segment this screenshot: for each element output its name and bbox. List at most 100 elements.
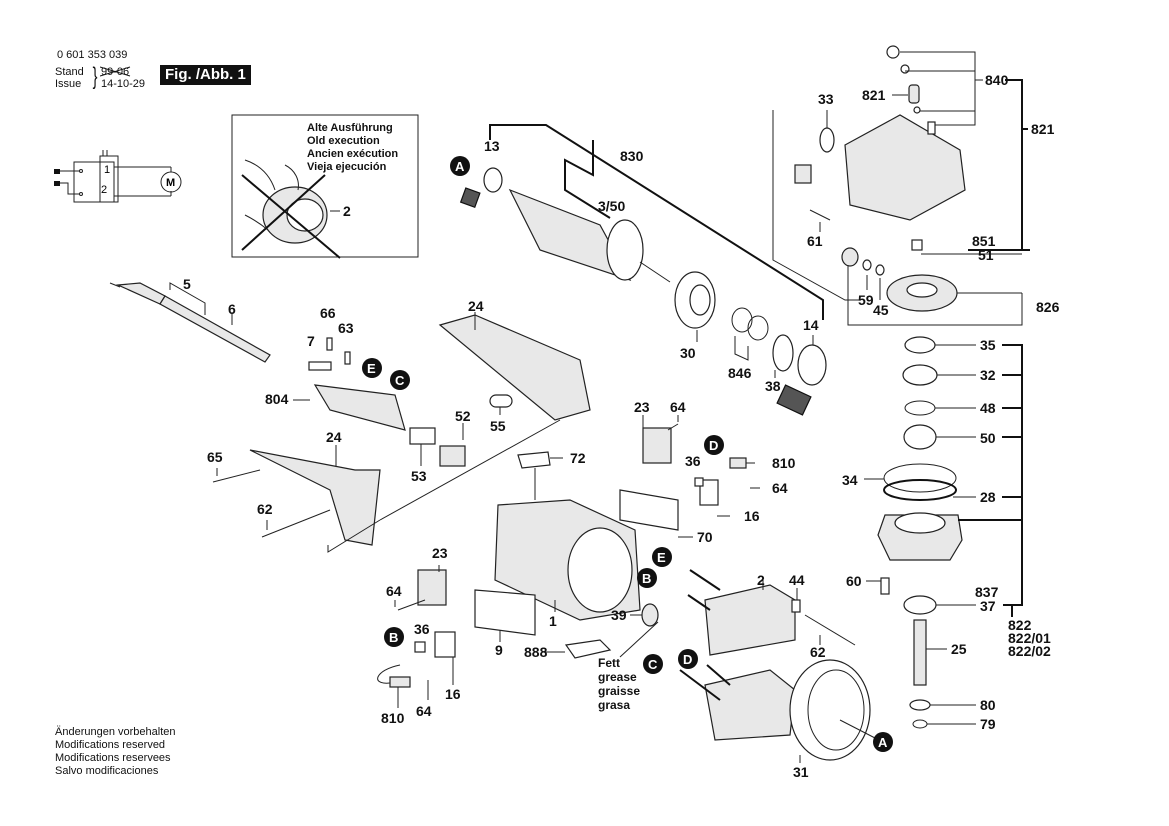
footer-line-es: Salvo modificaciones — [55, 765, 159, 777]
clip-44 — [791, 599, 801, 613]
o-ring-28 — [883, 479, 957, 501]
screw-66 — [326, 337, 333, 351]
plug-pin-icon — [54, 169, 60, 174]
grease-note-de: Fett — [598, 656, 620, 670]
label-24-top: 24 — [468, 298, 484, 314]
label-830: 830 — [620, 148, 644, 164]
brush-holder-16 — [699, 479, 719, 506]
connector-e-field: E — [652, 547, 672, 567]
bearing-35 — [904, 336, 936, 354]
label-16-left: 16 — [445, 686, 461, 702]
retaining-ring — [731, 307, 753, 333]
old-date: 99-06 — [100, 66, 131, 78]
ring-79 — [912, 719, 928, 729]
label-888: 888 — [524, 644, 548, 660]
label-9: 9 — [495, 642, 503, 658]
label-64-left: 64 — [386, 583, 402, 599]
cord-switch-group — [109, 282, 591, 553]
housing-ring-31 — [789, 659, 871, 761]
new-date: 14-10-29 — [101, 78, 146, 90]
footer-line-de: Änderungen vorbehalten — [55, 726, 176, 738]
label-24-bottom: 24 — [326, 429, 342, 445]
label-59: 59 — [858, 292, 874, 308]
screw-60 — [880, 577, 890, 595]
part-number: 0 601 353 039 — [57, 49, 128, 61]
label-60: 60 — [846, 573, 862, 589]
label-822-02: 822/02 — [1008, 643, 1051, 659]
svg-text:E: E — [367, 361, 376, 376]
inset-title-fr: Ancien exécution — [307, 148, 398, 160]
brace-symbol: } — [92, 63, 98, 90]
label-837: 837 — [975, 584, 999, 600]
label-32: 32 — [980, 367, 996, 383]
grease-note-fr: graisse — [598, 684, 640, 698]
label-34: 34 — [842, 472, 858, 488]
pinion-gear — [841, 247, 859, 267]
label-810-top: 810 — [772, 455, 796, 471]
label-16-top: 16 — [744, 508, 760, 524]
field-coil-2-lower — [704, 669, 796, 741]
terminal-2-label: 2 — [101, 184, 107, 196]
label-30: 30 — [680, 345, 696, 361]
label-1: 1 — [549, 613, 557, 629]
bearing-32 — [902, 364, 938, 386]
svg-text:E: E — [657, 550, 666, 565]
spindle-25 — [913, 619, 927, 686]
handle-half-24-top — [438, 314, 591, 421]
motor-icon — [160, 171, 182, 193]
carbon-brush-810-left — [389, 676, 411, 688]
bearing-38 — [772, 334, 794, 372]
inset-part-label: 2 — [343, 203, 351, 219]
bearing-cap-icon — [459, 187, 481, 209]
fan-39 — [641, 603, 659, 627]
label-822-01: 822/01 — [1008, 630, 1051, 646]
label-821-spring: 821 — [862, 87, 886, 103]
footer-line-fr: Modifications reservees — [55, 752, 171, 764]
label-822: 822 — [1008, 617, 1032, 633]
label-31: 31 — [793, 764, 809, 780]
gear-housing — [844, 114, 966, 221]
seal-37 — [903, 595, 937, 615]
screw-63 — [344, 351, 351, 365]
screw-62-right — [804, 614, 856, 646]
svg-text:A: A — [878, 735, 888, 750]
label-72: 72 — [570, 450, 586, 466]
terminal-1-label: 1 — [104, 164, 110, 176]
bearing-cap-icon — [776, 384, 812, 416]
footer-line-en: Modifications reserved — [55, 739, 166, 751]
power-plug — [115, 282, 166, 305]
svg-text:D: D — [709, 438, 718, 453]
label-79: 79 — [980, 716, 996, 732]
brush-holder-cover-23 — [642, 427, 672, 464]
label-55: 55 — [490, 418, 506, 434]
motor-symbol: M — [166, 177, 175, 189]
label-33: 33 — [818, 91, 834, 107]
capacitor-53 — [409, 427, 436, 445]
plug-pin-icon — [54, 181, 60, 186]
connector-c-switch: C — [390, 370, 410, 390]
grease-note-es: grasa — [598, 698, 630, 712]
connector-b-left: B — [384, 627, 404, 647]
inset-title-en: Old execution — [307, 135, 380, 147]
label-63: 63 — [338, 320, 354, 336]
spring-36-left — [414, 641, 426, 653]
brush-holder-cover-23-left — [417, 569, 447, 606]
label-45: 45 — [873, 302, 889, 318]
label-25: 25 — [951, 641, 967, 657]
spring-36 — [694, 477, 704, 487]
bearing-14 — [797, 344, 827, 386]
screw-62 — [261, 509, 331, 538]
label-5: 5 — [183, 276, 191, 292]
label-44: 44 — [789, 572, 805, 588]
label-9 — [474, 589, 536, 636]
suppressor-52 — [439, 445, 466, 467]
label-70: 70 — [697, 529, 713, 545]
power-cord — [159, 295, 271, 363]
gear-head-group — [772, 45, 1030, 326]
svg-text:C: C — [648, 657, 658, 672]
label-6: 6 — [228, 301, 236, 317]
label-23-left: 23 — [432, 545, 448, 561]
label-51: 51 — [978, 247, 994, 263]
label-64-top: 64 — [670, 399, 686, 415]
label-50: 50 — [980, 430, 996, 446]
